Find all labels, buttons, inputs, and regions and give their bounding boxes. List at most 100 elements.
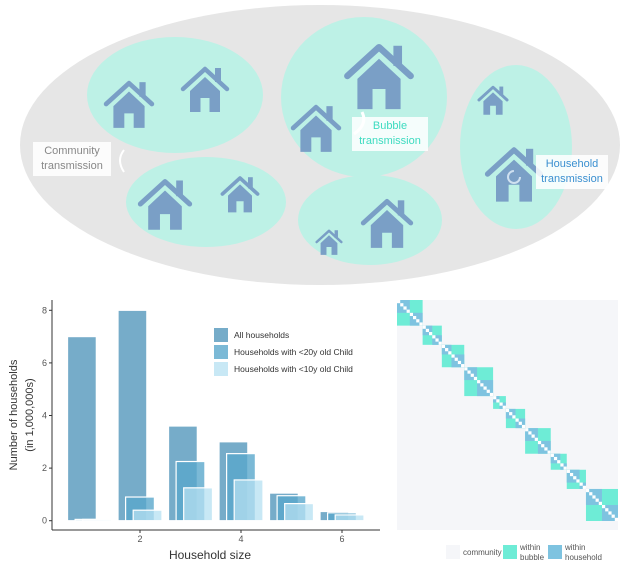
legend-swatch-within-bubble (503, 545, 517, 559)
diagonal-cell (512, 415, 516, 419)
diagonal-cell (560, 463, 564, 467)
diagonal-cell (537, 440, 542, 445)
bubble-block (505, 408, 526, 429)
household-block (493, 396, 500, 403)
diagonal-cell (534, 437, 538, 441)
bar-under10 (284, 503, 315, 522)
household-transmission-label: Household transmission (536, 155, 608, 189)
diagonal-cell (509, 412, 513, 416)
diagonal-cell (541, 444, 545, 448)
diagonal-cell (518, 421, 522, 425)
diagonal-cell (611, 514, 615, 518)
diagonal-cell (470, 373, 474, 377)
diagonal-cell (573, 476, 577, 480)
diagonal-cell (483, 386, 487, 390)
diagonal-cell (454, 357, 458, 361)
diagonal-cell (422, 325, 426, 329)
bar-under10 (233, 479, 264, 522)
diagonal-cell (544, 447, 548, 451)
diagonal-cell (493, 396, 497, 400)
diagonal-cell (496, 399, 500, 403)
legend-swatch (214, 345, 228, 359)
diagonal-cell (585, 488, 590, 493)
household-block (560, 463, 567, 470)
diagonal-cell (413, 316, 417, 320)
diagonal-cell (553, 456, 558, 461)
y-axis-label-units: (in 1,000,000s) (24, 378, 36, 451)
diagonal-cell (438, 341, 442, 345)
diagonal-cell (432, 335, 436, 339)
diagonal-cell (480, 383, 484, 387)
diagonal-cell (598, 501, 602, 505)
heatmap-background (397, 300, 618, 530)
household-block (579, 482, 586, 489)
household-block (464, 367, 478, 381)
diagonal-cell (601, 504, 606, 509)
bar-under10 (132, 509, 163, 522)
household-block (537, 440, 551, 454)
diagonal-cell (525, 428, 529, 432)
diagonal-cell (595, 498, 599, 502)
legend-label: Households with <20y old Child (234, 347, 353, 357)
diagonal-cell (435, 338, 439, 342)
y-tick-label: 4 (42, 411, 47, 421)
legend-swatch-community (446, 545, 460, 559)
bar-under10 (82, 518, 113, 522)
bubble-ellipse (460, 65, 572, 229)
bubble-transmission-label: Bubble transmission (352, 117, 428, 151)
y-tick-label: 0 (42, 516, 47, 526)
bubble-block (397, 300, 423, 326)
household-block (451, 354, 465, 368)
x-tick-label: 2 (137, 534, 142, 544)
bubble-block (566, 469, 586, 489)
community-transmission-label: Community transmission (33, 142, 111, 176)
diagonal-cell (563, 466, 567, 470)
legend-within-household-label: within household (565, 543, 602, 562)
bubble-block (464, 367, 494, 397)
household-block (477, 380, 494, 397)
y-tick-label: 8 (42, 305, 47, 315)
household-block (601, 504, 618, 521)
legend-label: Households with <10y old Child (234, 364, 353, 374)
household-block (397, 300, 410, 313)
bubble-block (550, 453, 567, 470)
legend-within-bubble-label: within bubble (520, 543, 545, 562)
diagonal-cell (528, 431, 532, 435)
diagonal-cell (521, 424, 526, 429)
diagonal-cell (403, 306, 407, 310)
household-block (499, 402, 506, 409)
bubble-block (422, 325, 442, 345)
diagonal-cell (608, 511, 612, 515)
community-arrow-icon (119, 149, 125, 173)
legend-swatch-within-household (548, 545, 562, 559)
bar-under10 (183, 487, 214, 522)
household-block (525, 428, 538, 441)
diagonal-cell (547, 450, 551, 454)
bubble-block (493, 396, 506, 409)
household-cycle-icon (507, 170, 521, 184)
diagonal-cell (467, 370, 471, 374)
legend-swatch (214, 362, 228, 376)
legend-label: All households (234, 330, 289, 340)
diagonal-cell (576, 479, 580, 483)
diagonal-cell (419, 322, 423, 326)
diagonal-cell (448, 351, 452, 355)
diagonal-cell (409, 312, 414, 317)
bubble-block (585, 488, 618, 521)
diagonal-cell (614, 517, 618, 521)
diagonal-cell (592, 495, 596, 499)
household-block (422, 325, 433, 336)
diagonal-cell (515, 418, 519, 422)
diagonal-cell (569, 472, 574, 477)
household-block (409, 312, 423, 326)
diagonal-cell (582, 485, 586, 489)
diagonal-cell (397, 300, 401, 304)
diagonal-cell (416, 319, 420, 323)
y-tick-label: 2 (42, 463, 47, 473)
diagonal-cell (566, 469, 570, 473)
diagonal-cell (489, 392, 494, 397)
bubble-block (441, 344, 465, 368)
diagonal-cell (473, 376, 478, 381)
